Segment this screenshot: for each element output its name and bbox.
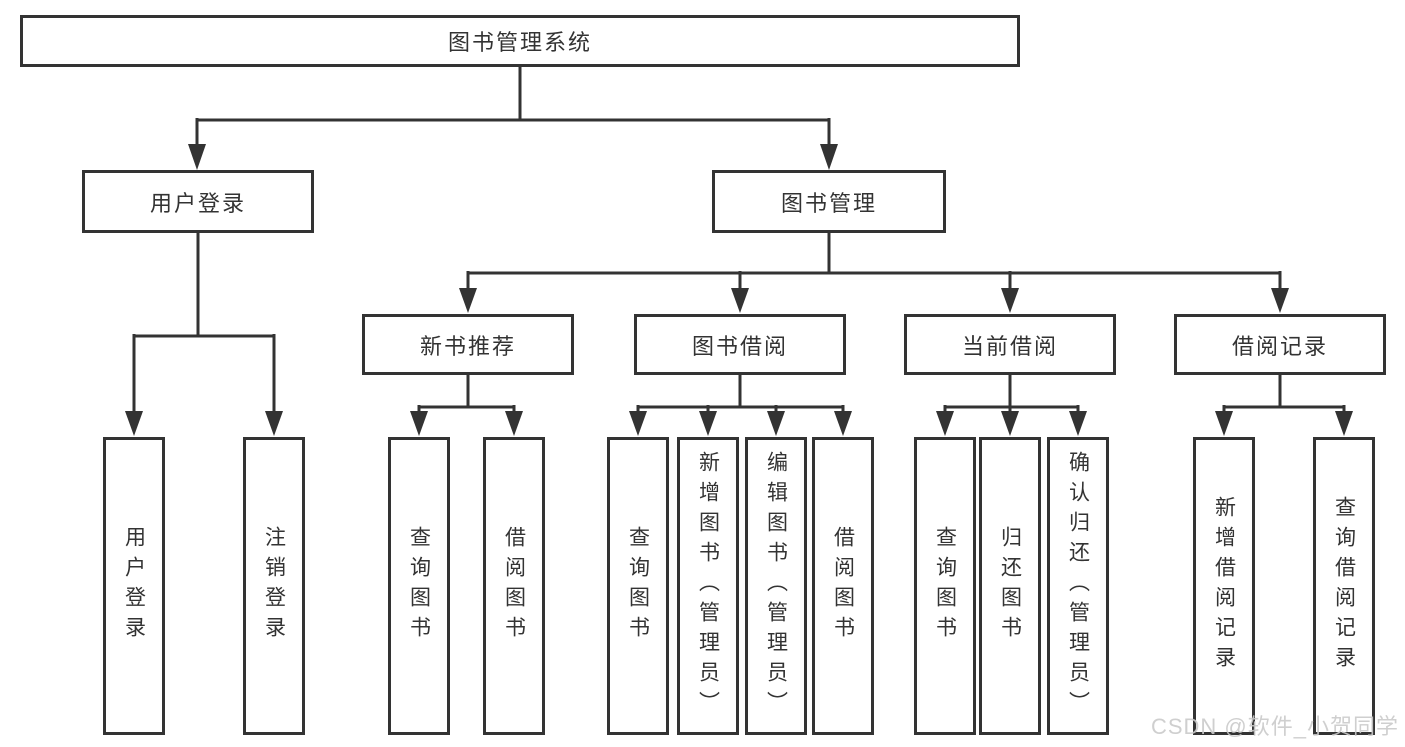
node-new-book-recommend: 新书推荐	[362, 314, 574, 375]
node-borrow-records: 借阅记录	[1174, 314, 1386, 375]
leaf-add-book-admin-label: 新增图书（管理员）	[696, 451, 720, 721]
leaf-query-books-recommend-label: 查询图书	[407, 526, 431, 646]
node-book-management: 图书管理	[712, 170, 946, 233]
leaf-borrow-books-recommend: 借阅图书	[483, 437, 545, 735]
leaf-logout-label: 注销登录	[262, 526, 286, 646]
leaf-user-login-label: 用户登录	[122, 526, 146, 646]
leaf-query-borrow-record: 查询借阅记录	[1313, 437, 1375, 735]
leaf-query-books-borrow: 查询图书	[607, 437, 669, 735]
node-user-login: 用户登录	[82, 170, 314, 233]
leaf-borrow-books-label: 借阅图书	[831, 526, 855, 646]
leaf-logout: 注销登录	[243, 437, 305, 735]
leaf-query-books-recommend: 查询图书	[388, 437, 450, 735]
leaf-confirm-return-admin-label: 确认归还（管理员）	[1066, 451, 1090, 721]
leaf-borrow-books-recommend-label: 借阅图书	[502, 526, 526, 646]
leaf-confirm-return-admin: 确认归还（管理员）	[1047, 437, 1109, 735]
leaf-query-books-current: 查询图书	[914, 437, 976, 735]
leaf-add-borrow-record: 新增借阅记录	[1193, 437, 1255, 735]
leaf-return-book: 归还图书	[979, 437, 1041, 735]
arrowheads	[125, 144, 1353, 436]
leaf-query-books-current-label: 查询图书	[933, 526, 957, 646]
leaf-edit-book-admin-label: 编辑图书（管理员）	[764, 451, 788, 721]
leaf-return-book-label: 归还图书	[998, 526, 1022, 646]
leaf-borrow-books: 借阅图书	[812, 437, 874, 735]
leaf-query-books-borrow-label: 查询图书	[626, 526, 650, 646]
leaf-add-book-admin: 新增图书（管理员）	[677, 437, 739, 735]
node-current-borrow: 当前借阅	[904, 314, 1116, 375]
leaf-edit-book-admin: 编辑图书（管理员）	[745, 437, 807, 735]
leaf-query-borrow-record-label: 查询借阅记录	[1332, 496, 1356, 676]
leaf-add-borrow-record-label: 新增借阅记录	[1212, 496, 1236, 676]
node-library-management-system: 图书管理系统	[20, 15, 1020, 67]
leaf-user-login: 用户登录	[103, 437, 165, 735]
node-book-borrow: 图书借阅	[634, 314, 846, 375]
csdn-watermark: CSDN @软件_小贺同学	[1150, 714, 1399, 739]
